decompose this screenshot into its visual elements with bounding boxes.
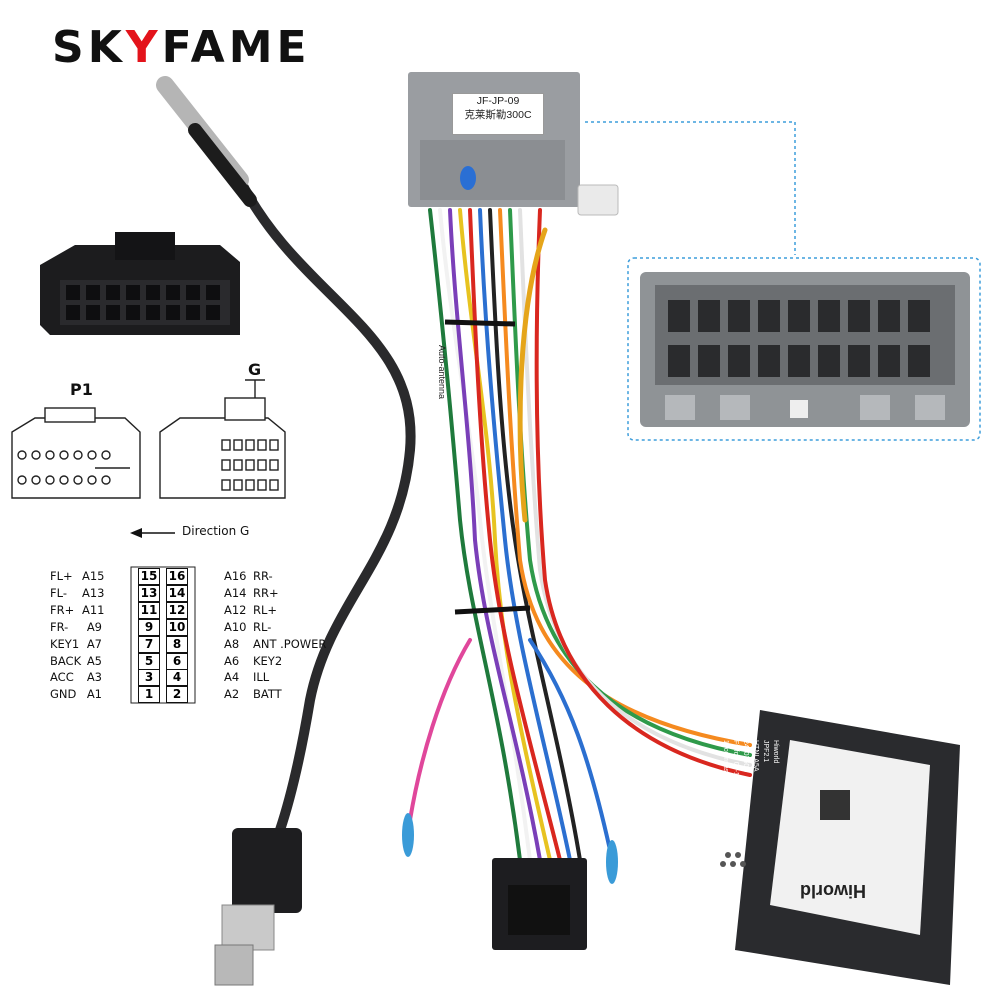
- pin-name-left: BACK: [50, 653, 82, 668]
- connector-label-line2: 克莱斯勒300C: [464, 109, 532, 121]
- pin-code-right: A8: [224, 636, 240, 651]
- decoder-brand: Hiworld: [800, 881, 866, 901]
- pin-code-left: A1: [86, 687, 102, 702]
- pin-code-left: A13: [82, 585, 105, 600]
- pin-code-right: A4: [224, 670, 240, 685]
- g-connector-drawing: [159, 379, 286, 499]
- decoder-label-line: Fit for: 07-17Wrangler/300C: [732, 740, 739, 827]
- pin-number-box: 4: [166, 669, 188, 687]
- pin-name-left: FL+: [50, 569, 73, 583]
- pin-name-left: FR-: [50, 619, 69, 634]
- can-decoder-box: [720, 710, 960, 985]
- pin-name-left: GND: [50, 687, 77, 702]
- p1-label: P1: [70, 380, 93, 399]
- direction-label: Direction G: [182, 524, 250, 538]
- g-label: G: [248, 360, 262, 379]
- connector-closeup: [640, 272, 970, 427]
- pin-name-right: RR+: [253, 585, 279, 600]
- pin-name-right: BATT: [253, 687, 282, 702]
- pin-number-box: 1: [138, 686, 160, 704]
- pin-code-right: A14: [224, 585, 247, 600]
- pin-code-left: A7: [86, 636, 102, 651]
- auto-antenna-tag: Auto-antenna: [437, 345, 447, 400]
- pin-code-left: A11: [82, 602, 105, 617]
- decoder-label-line: HTNLA5A: [752, 740, 759, 772]
- pin-code-right: A6: [224, 653, 240, 668]
- antenna-cable: [156, 76, 416, 986]
- connector-label-line1: JF-JP-09: [476, 95, 520, 107]
- pin-name-right: ILL: [253, 670, 270, 685]
- p1-connector-drawing: [11, 407, 141, 499]
- decoder-label-line: Hiworld: [772, 740, 779, 764]
- pin-code-left: A9: [86, 619, 102, 634]
- pin-name-right: RR-: [253, 569, 273, 583]
- pin-number-box: 13: [138, 584, 160, 602]
- pin-number-box: 5: [138, 652, 160, 670]
- pin-code-left: A3: [86, 670, 102, 685]
- pin-number-box: 2: [166, 686, 188, 704]
- decoder-label-line: 2430750C: [742, 740, 749, 773]
- decoder-label: Hiworld JPF2.1 HTNLA5A 2430750C Fit for:…: [720, 740, 780, 920]
- pin-code-left: A5: [86, 653, 102, 668]
- callout-lines: [585, 121, 981, 441]
- pin-code-right: A10: [224, 619, 247, 634]
- pin-number-box: 15: [138, 568, 160, 585]
- pin-code-left: A15: [82, 569, 105, 583]
- pin-name-right: RL+: [253, 602, 278, 617]
- pin-number-box: 8: [166, 635, 188, 653]
- pin-name-left: FL-: [50, 585, 67, 600]
- pin-code-right: A16: [224, 569, 247, 583]
- pin-number-box: 11: [138, 601, 160, 619]
- pin-name-left: KEY1: [50, 636, 80, 651]
- pin-number-box: 16: [166, 568, 188, 585]
- pin-number-box: 12: [166, 601, 188, 619]
- pin-code-right: A2: [224, 687, 240, 702]
- pin-name-left: FR+: [50, 602, 75, 617]
- wire-tips: [402, 813, 618, 884]
- connector-label: JF-JP-09 克莱斯勒300C: [452, 93, 544, 135]
- pin-number-box: 3: [138, 669, 160, 687]
- pin-number-box: 7: [138, 635, 160, 653]
- pin-number-box: 14: [166, 584, 188, 602]
- direction-arrow-icon: [130, 528, 175, 538]
- pin-number-box: 6: [166, 652, 188, 670]
- pin-name-right: ANT .POWER: [253, 636, 327, 651]
- pin-number-box: 10: [166, 618, 188, 636]
- pin-name-left: ACC: [50, 670, 74, 685]
- radio-side-connector: [492, 858, 587, 950]
- decoder-label-line: JPF2.1: [762, 740, 769, 763]
- black-16pin-connector: [40, 232, 240, 335]
- zip-ties: [444, 319, 531, 615]
- pin-name-right: RL-: [253, 619, 272, 634]
- decoder-label-line: 13compass/11Grand Chiroke: [722, 740, 729, 831]
- pin-code-right: A12: [224, 602, 247, 617]
- brand-logo: SKYFAME: [52, 22, 311, 73]
- pin-name-right: KEY2: [253, 653, 283, 668]
- pin-number-box: 9: [138, 618, 160, 636]
- pinout-brackets: [130, 566, 196, 704]
